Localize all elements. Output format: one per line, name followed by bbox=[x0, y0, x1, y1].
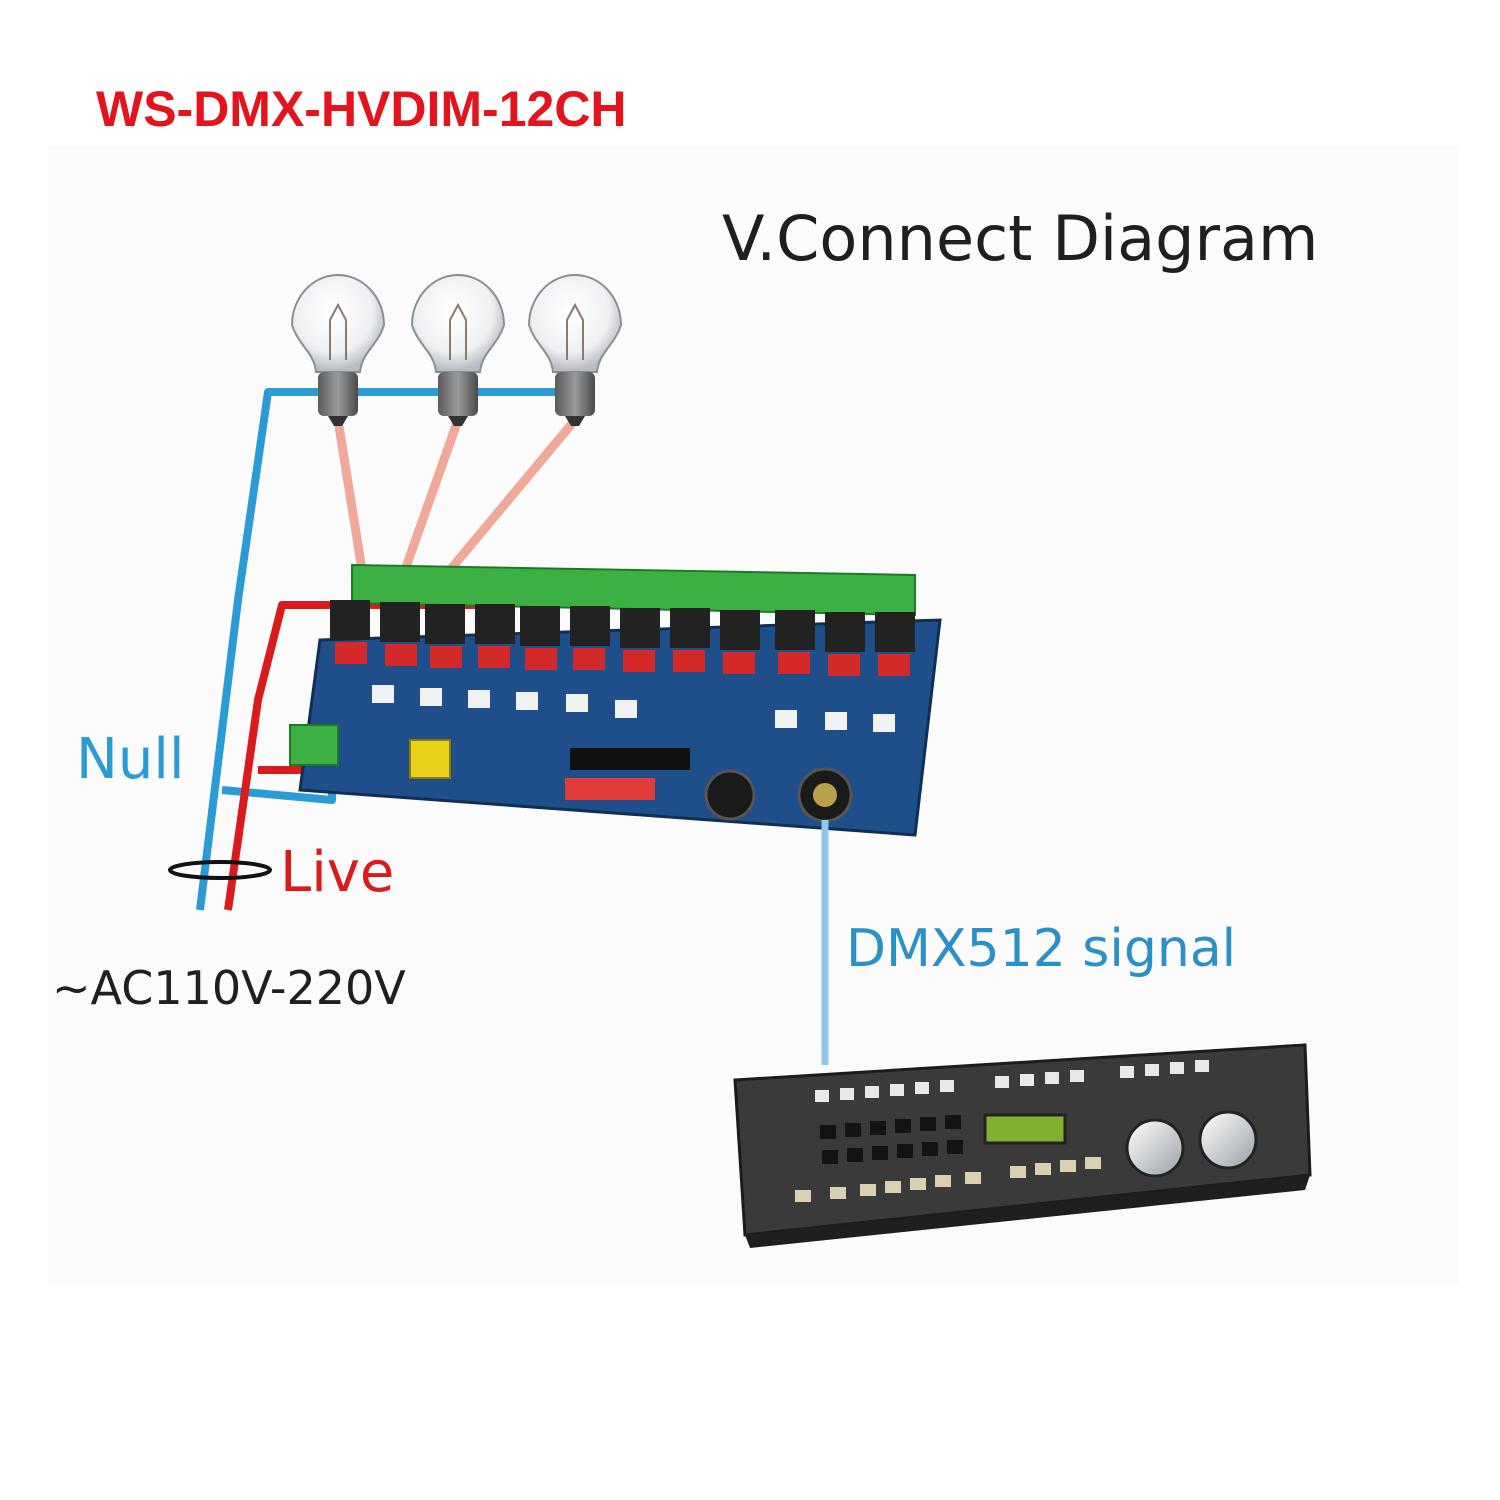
dimmer-board bbox=[289, 563, 942, 837]
dmx-signal-label: DMX512 signal bbox=[846, 919, 1237, 979]
load-wires bbox=[333, 415, 580, 575]
supply-voltage-label: ~AC110V-220V bbox=[52, 961, 406, 1015]
dmx-console bbox=[733, 1043, 1312, 1248]
cable-tie bbox=[168, 860, 272, 880]
bulb-2 bbox=[410, 274, 506, 426]
bulb-1 bbox=[290, 274, 386, 426]
bulb-3 bbox=[527, 274, 623, 426]
model-code: WS-DMX-HVDIM-12CH bbox=[96, 81, 627, 137]
live-label: Live bbox=[280, 840, 395, 905]
diagram-title: V.Connect Diagram bbox=[722, 202, 1319, 275]
null-label: Null bbox=[76, 727, 185, 792]
